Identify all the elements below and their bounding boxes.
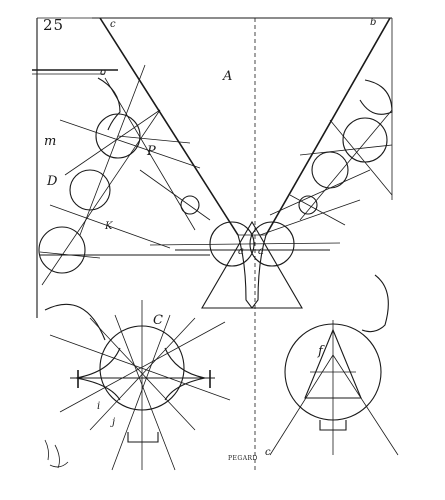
f-diag-left — [269, 354, 334, 456]
c-diag-3 — [49, 334, 231, 401]
c-diag-6 — [114, 314, 176, 471]
label-a-right: a — [258, 246, 264, 257]
circle-p — [95, 113, 141, 159]
label-a-left: a — [238, 246, 244, 257]
engraver-signature: PEGARD — [228, 455, 258, 462]
lower-left-scribble — [44, 439, 69, 469]
left-construction — [32, 64, 211, 341]
figure-f — [269, 274, 399, 456]
cusp-right-bottom — [164, 377, 206, 401]
label-f: f — [318, 344, 323, 359]
funnel-baseline-2 — [149, 242, 341, 246]
label-o: o — [100, 67, 107, 78]
diag-lower — [139, 169, 211, 221]
diag-right-5 — [299, 144, 393, 156]
plate-number: 25 — [43, 16, 65, 34]
label-j: j — [112, 417, 116, 428]
diag-right-1 — [299, 109, 393, 221]
arc-right-top — [359, 79, 393, 115]
circle-d — [69, 169, 111, 211]
arc-a-right — [249, 221, 295, 267]
label-i: i — [97, 401, 101, 412]
label-b-top: b — [370, 17, 377, 28]
c-diag-2 — [89, 317, 196, 431]
label-K: K — [105, 221, 113, 232]
c-base-notch — [127, 432, 159, 443]
diag-k — [41, 109, 161, 286]
arc-lower-left — [44, 303, 106, 341]
radius-p — [117, 135, 191, 144]
arc-a-left — [209, 221, 255, 267]
cusp-right-top — [164, 347, 206, 379]
arc-o — [97, 77, 121, 131]
cusp-shape — [237, 234, 267, 309]
diag-o — [104, 77, 196, 231]
label-m: m — [44, 134, 57, 149]
circle-right-mid — [342, 117, 388, 163]
cusp-left-bottom — [75, 377, 121, 401]
diag-right-4 — [259, 199, 361, 236]
label-c-top: c — [110, 19, 116, 30]
diag-right-2 — [329, 119, 393, 196]
label-P: P — [147, 144, 156, 159]
diag-d — [49, 204, 171, 249]
right-construction — [259, 79, 393, 236]
figure-c — [49, 300, 231, 471]
diag-right-3 — [269, 169, 371, 216]
funnel-figure-a — [99, 17, 391, 309]
c-diag-5 — [111, 314, 171, 471]
label-A: A — [223, 69, 233, 84]
funnel-right-edge — [265, 17, 391, 236]
label-c-bottom: c — [265, 447, 271, 458]
label-C: C — [153, 313, 163, 328]
diag-d-p — [64, 109, 161, 176]
c-diag-4 — [59, 321, 226, 413]
small-circle-right — [298, 195, 318, 215]
f-base-notch — [319, 420, 347, 431]
diag-p-k — [79, 64, 146, 236]
small-circle-left — [180, 195, 200, 215]
cusp-left-top — [75, 347, 121, 379]
funnel-left-edge — [99, 17, 239, 236]
diag-m-p — [59, 119, 201, 169]
f-diag-right — [332, 354, 399, 456]
diag-right-6 — [289, 194, 346, 226]
circle-k — [38, 226, 86, 274]
horizontal-k-line-2 — [39, 251, 101, 259]
f-arc-top — [361, 274, 389, 333]
label-D: D — [47, 174, 58, 189]
